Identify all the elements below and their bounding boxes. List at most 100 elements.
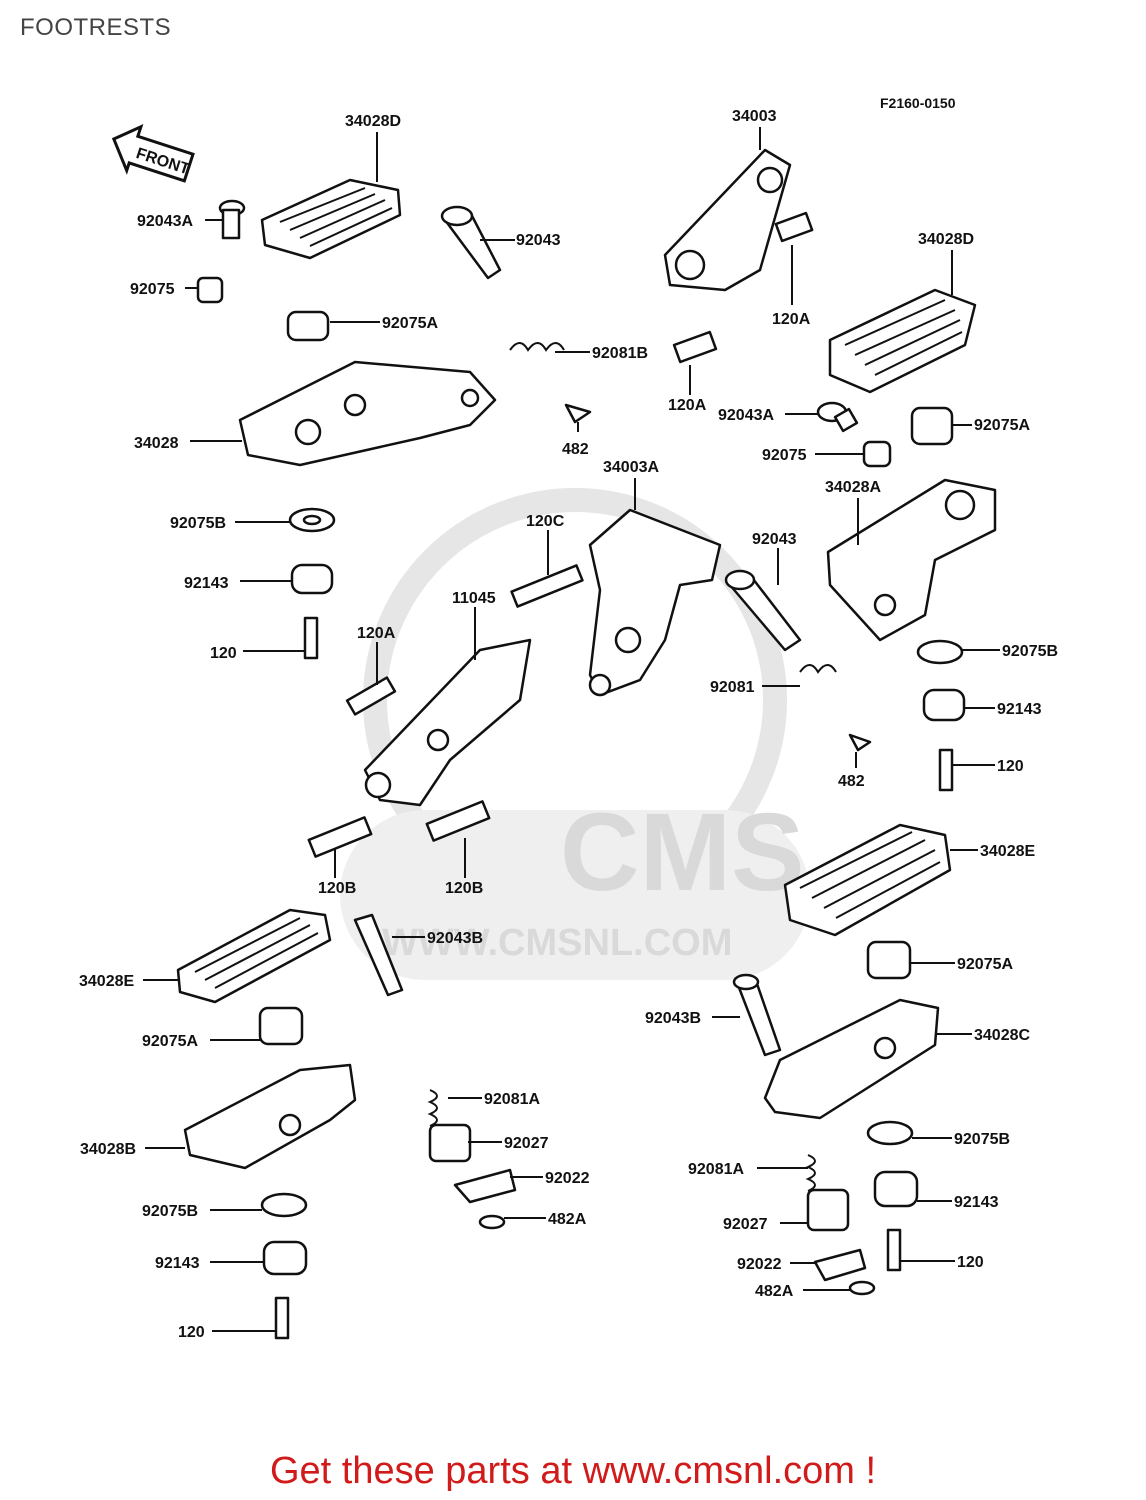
- damper-92075a-top: [286, 310, 330, 342]
- parts-diagram: CMS WWW.CMSNL.COM F2160-0150 FRONT: [79, 95, 1058, 1341]
- damper-92075a-bl: [258, 1006, 304, 1046]
- bracket-34003a: [588, 508, 722, 697]
- label-34028d-right: 34028D: [918, 231, 974, 248]
- label-92075a-bl: 92075A: [142, 1033, 198, 1050]
- label-120-left: 120: [210, 645, 237, 662]
- stopper-92027-left: [428, 1123, 472, 1163]
- washer-92075b-right: [916, 639, 964, 665]
- damper-92075a-br: [866, 940, 912, 980]
- footrest-bracket-34028b: [183, 1063, 357, 1170]
- figure-code: F2160-0150: [880, 95, 956, 111]
- label-92075b-bl: 92075B: [142, 1203, 198, 1220]
- collar-92075-right: [862, 440, 892, 468]
- label-92043a-right: 92043A: [718, 407, 774, 424]
- label-92075b-right: 92075B: [1002, 643, 1058, 660]
- label-92075b-left: 92075B: [170, 515, 226, 532]
- footrest-rubber-34028e-left: [176, 908, 332, 1004]
- washer-92075b-bl: [260, 1192, 308, 1218]
- front-arrow-icon: FRONT: [111, 124, 195, 183]
- collar-92075-top: [196, 276, 224, 304]
- footrest-rubber-34028d-top: [260, 178, 402, 260]
- label-11045: 11045: [452, 590, 496, 607]
- part-labels: 34028D 92043A 92043 92075 92075A 92081B …: [79, 108, 1058, 1341]
- bracket-34003: [663, 148, 792, 292]
- clip-482-right: [848, 733, 872, 752]
- clip-482a-right: [848, 1280, 876, 1296]
- bolt-120-right: [938, 748, 954, 792]
- pin-92043b-right: [732, 973, 782, 1057]
- label-92143-br: 92143: [954, 1194, 999, 1211]
- label-92143-bl: 92143: [155, 1255, 200, 1272]
- stopper-92027-right: [806, 1188, 850, 1232]
- label-92022-left: 92022: [545, 1170, 590, 1187]
- bolt-120b-b: [425, 800, 491, 842]
- label-34028e-left: 34028E: [79, 973, 134, 990]
- pin-92043a-right: [816, 401, 859, 433]
- spring-92081: [799, 664, 837, 674]
- label-92075-right: 92075: [762, 447, 807, 464]
- footrest-bracket-34028a: [826, 478, 997, 642]
- label-92043a-left: 92043A: [137, 213, 193, 230]
- label-34028a: 34028A: [825, 479, 881, 496]
- label-92075b-br: 92075B: [954, 1131, 1010, 1148]
- spring-92081b: [509, 342, 565, 352]
- label-92027-left: 92027: [504, 1135, 549, 1152]
- label-34028d-top: 34028D: [345, 113, 401, 130]
- label-34028e-right: 34028E: [980, 843, 1035, 860]
- watermark-url: WWW.CMSNL.COM: [382, 922, 732, 964]
- label-120a-mid: 120A: [668, 397, 707, 414]
- footrest-bracket-34028c: [763, 998, 940, 1120]
- label-34028c: 34028C: [974, 1027, 1030, 1044]
- pin-92043-right: [724, 569, 802, 652]
- washer-92075b-br: [866, 1120, 914, 1146]
- cap-92143-right: [922, 688, 966, 722]
- page-title: FOOTRESTS: [20, 14, 172, 41]
- spring-92081a-left: [427, 1089, 438, 1127]
- footrest-rubber-34028d-right: [828, 288, 977, 394]
- pin-92043-top: [440, 205, 502, 280]
- bolt-120a-mid: [672, 330, 718, 364]
- label-120a-center: 120A: [357, 625, 396, 642]
- pin-92043b-left: [353, 913, 404, 997]
- cap-92143-br: [873, 1170, 919, 1208]
- clip-482-top: [564, 403, 592, 424]
- label-482a-left: 482A: [548, 1211, 587, 1228]
- label-34003: 34003: [732, 108, 777, 125]
- damper-92075a-right: [910, 406, 954, 446]
- spring-92081a-right: [805, 1154, 816, 1192]
- label-120a-right: 120A: [772, 311, 811, 328]
- bolt-120-br: [886, 1228, 902, 1272]
- plate-92022-right: [813, 1248, 867, 1282]
- label-120c: 120C: [526, 513, 565, 530]
- label-92027-right: 92027: [723, 1216, 768, 1233]
- plate-92022-left: [453, 1168, 517, 1204]
- label-482-top: 482: [562, 441, 589, 458]
- label-92081a-right: 92081A: [688, 1161, 744, 1178]
- label-92081: 92081: [710, 679, 755, 696]
- label-92043-top: 92043: [516, 232, 561, 249]
- label-34003a: 34003A: [603, 459, 659, 476]
- pin-92043a-top: [218, 199, 246, 240]
- label-92075a-br: 92075A: [957, 956, 1013, 973]
- label-92081b: 92081B: [592, 345, 648, 362]
- label-120-right: 120: [997, 758, 1024, 775]
- label-92143-left: 92143: [184, 575, 229, 592]
- bolt-120a-right: [774, 211, 814, 243]
- label-92043-right: 92043: [752, 531, 797, 548]
- label-92022-right: 92022: [737, 1256, 782, 1273]
- label-34028b: 34028B: [80, 1141, 136, 1158]
- clip-482a-left: [478, 1214, 506, 1230]
- label-92043b-left: 92043B: [427, 930, 483, 947]
- footer-link[interactable]: Get these parts at www.cmsnl.com !: [269, 1450, 877, 1492]
- bolt-120b-a: [307, 816, 373, 858]
- label-92075a-left: 92075A: [382, 315, 438, 332]
- leader-lines: [143, 127, 1000, 1332]
- label-34028: 34028: [134, 435, 179, 452]
- label-482-right: 482: [838, 773, 865, 790]
- label-92081a-left: 92081A: [484, 1091, 540, 1108]
- cap-92143-left: [290, 563, 334, 595]
- label-482a-right: 482A: [755, 1283, 794, 1300]
- label-120-br: 120: [957, 1254, 984, 1271]
- label-120b-b: 120B: [445, 880, 483, 897]
- label-92143-right: 92143: [997, 701, 1042, 718]
